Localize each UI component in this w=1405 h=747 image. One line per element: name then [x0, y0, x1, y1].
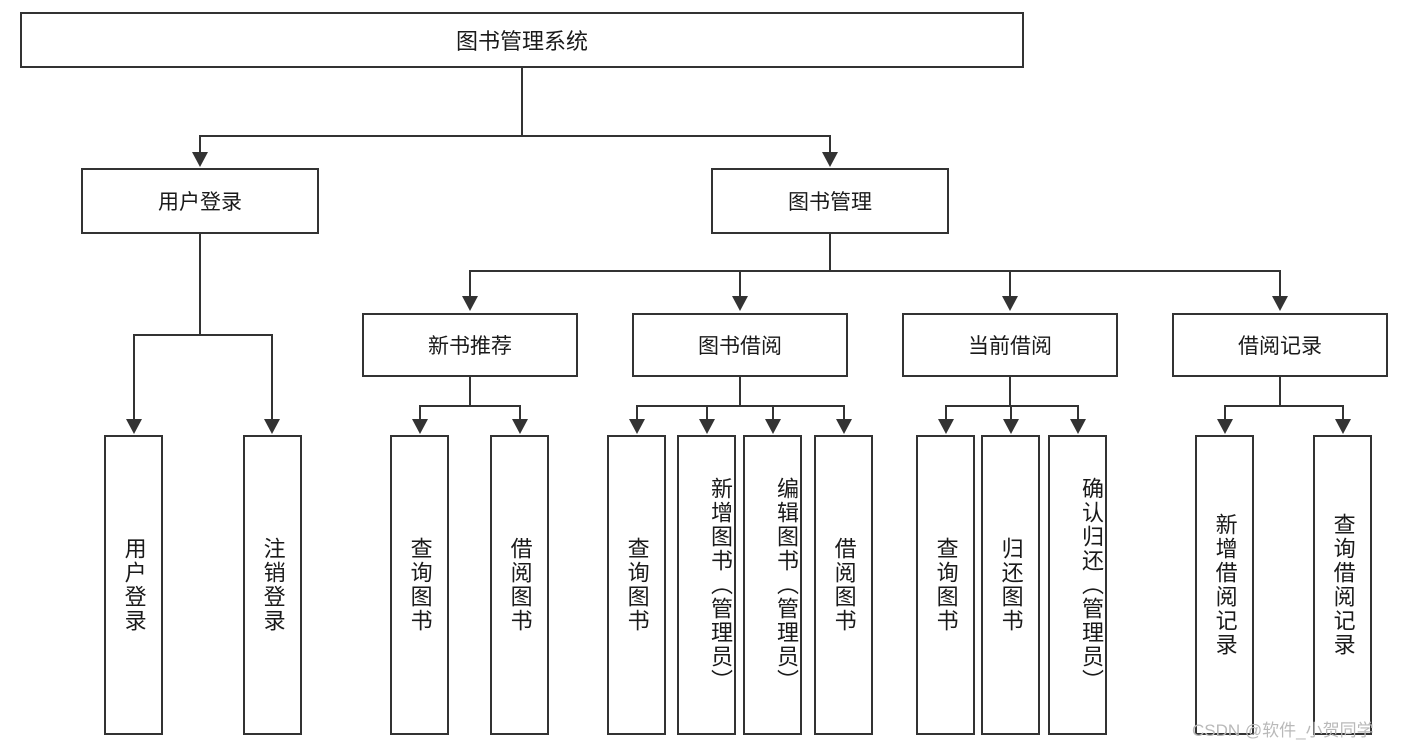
connector-book-borrow-to-leaf-3: [772, 405, 774, 420]
connector-root-bus: [199, 135, 831, 137]
leaf-new-book-query[interactable]: 查询图书: [390, 435, 449, 735]
node-new-book-recommend[interactable]: 新书推荐: [362, 313, 578, 377]
arrow-book-mgmt-to-new-book: [462, 296, 478, 311]
node-label: 用户登录: [158, 191, 242, 214]
arrow-book-mgmt-to-current: [1002, 296, 1018, 311]
arrow-book-mgmt-to-record: [1272, 296, 1288, 311]
connector-book-borrow-to-leaf-1: [636, 405, 638, 420]
connector-book-mgmt-to-new-book: [469, 270, 471, 297]
node-label: 图书借阅: [698, 335, 782, 358]
arrow-book-borrow-to-leaf-1: [629, 419, 645, 434]
arrow-user-login-to-leaf-1: [126, 419, 142, 434]
node-label: 注销登录: [260, 537, 286, 633]
arrow-book-borrow-to-leaf-4: [836, 419, 852, 434]
node-label: 新增借阅记录: [1212, 513, 1238, 657]
connector-book-mgmt-to-borrow: [739, 270, 741, 297]
node-label: 当前借阅: [968, 335, 1052, 358]
node-label: 归还图书: [998, 537, 1024, 633]
connector-new-book-stem: [469, 377, 471, 406]
leaf-user-login-logout[interactable]: 注销登录: [243, 435, 302, 735]
node-label: 查询图书: [624, 537, 650, 633]
connector-current-borrow-to-leaf-1: [945, 405, 947, 420]
connector-current-borrow-to-leaf-2: [1010, 405, 1012, 420]
watermark-text: CSDN @软件_小贺同学: [1192, 721, 1374, 740]
node-borrow-record[interactable]: 借阅记录: [1172, 313, 1388, 377]
node-label: 借阅图书: [831, 537, 857, 633]
arrow-user-login-to-leaf-2: [264, 419, 280, 434]
node-book-management-system[interactable]: 图书管理系统: [20, 12, 1024, 68]
node-label: 用户登录: [121, 537, 147, 633]
node-label: 编辑图书（管理员）: [774, 477, 799, 693]
connector-root-stem: [521, 68, 523, 136]
connector-book-mgmt-to-record: [1279, 270, 1281, 297]
leaf-current-borrow-return[interactable]: 归还图书: [981, 435, 1040, 735]
arrow-book-borrow-to-leaf-3: [765, 419, 781, 434]
node-label: 图书管理: [788, 191, 872, 214]
node-label: 确认归还（管理员）: [1079, 477, 1104, 693]
leaf-book-borrow-edit[interactable]: 编辑图书（管理员）: [743, 435, 802, 735]
connector-book-mgmt-bus: [469, 270, 1281, 272]
connector-book-borrow-to-leaf-4: [843, 405, 845, 420]
connector-user-login-stem: [199, 234, 201, 335]
arrow-borrow-record-to-leaf-1: [1217, 419, 1233, 434]
connector-borrow-record-to-leaf-1: [1224, 405, 1226, 420]
connector-current-borrow-stem: [1009, 377, 1011, 406]
connector-user-login-bus: [133, 334, 273, 336]
connector-book-mgmt-stem: [829, 234, 831, 271]
arrow-current-borrow-to-leaf-2: [1003, 419, 1019, 434]
node-label: 新增图书（管理员）: [708, 477, 733, 693]
connector-book-mgmt-to-current: [1009, 270, 1011, 297]
connector-new-book-to-leaf-2: [519, 405, 521, 420]
connector-root-to-user-login: [199, 135, 201, 153]
connector-current-borrow-to-leaf-3: [1077, 405, 1079, 420]
connector-borrow-record-to-leaf-2: [1342, 405, 1344, 420]
connector-book-borrow-bus: [636, 405, 844, 407]
leaf-borrow-record-add[interactable]: 新增借阅记录: [1195, 435, 1254, 735]
connector-borrow-record-bus: [1224, 405, 1343, 407]
arrow-book-borrow-to-leaf-2: [699, 419, 715, 434]
node-label: 图书管理系统: [455, 29, 588, 54]
leaf-book-borrow-add[interactable]: 新增图书（管理员）: [677, 435, 736, 735]
leaf-user-login-login[interactable]: 用户登录: [104, 435, 163, 735]
arrow-current-borrow-to-leaf-1: [938, 419, 954, 434]
node-label: 借阅记录: [1238, 335, 1322, 358]
connector-borrow-record-stem: [1279, 377, 1281, 406]
arrow-book-mgmt-to-borrow: [732, 296, 748, 311]
arrow-root-to-user-login: [192, 152, 208, 167]
leaf-new-book-borrow[interactable]: 借阅图书: [490, 435, 549, 735]
connector-root-to-book-mgmt: [829, 135, 831, 153]
arrow-new-book-to-leaf-2: [512, 419, 528, 434]
csdn-watermark: CSDN @软件_小贺同学: [1192, 716, 1374, 741]
connector-book-borrow-stem: [739, 377, 741, 406]
connector-user-login-to-leaf-1: [133, 334, 135, 420]
arrow-borrow-record-to-leaf-2: [1335, 419, 1351, 434]
leaf-borrow-record-query[interactable]: 查询借阅记录: [1313, 435, 1372, 735]
arrow-current-borrow-to-leaf-3: [1070, 419, 1086, 434]
node-book-borrow[interactable]: 图书借阅: [632, 313, 848, 377]
connector-book-borrow-to-leaf-2: [706, 405, 708, 420]
leaf-book-borrow-query[interactable]: 查询图书: [607, 435, 666, 735]
connector-user-login-to-leaf-2: [271, 334, 273, 420]
node-user-login[interactable]: 用户登录: [81, 168, 319, 234]
node-label: 查询借阅记录: [1330, 513, 1356, 657]
node-label: 查询图书: [933, 537, 959, 633]
node-book-management[interactable]: 图书管理: [711, 168, 949, 234]
leaf-current-borrow-confirm-return[interactable]: 确认归还（管理员）: [1048, 435, 1107, 735]
node-current-borrow[interactable]: 当前借阅: [902, 313, 1118, 377]
arrow-new-book-to-leaf-1: [412, 419, 428, 434]
leaf-current-borrow-query[interactable]: 查询图书: [916, 435, 975, 735]
connector-new-book-bus: [419, 405, 520, 407]
node-label: 借阅图书: [507, 537, 533, 633]
connector-new-book-to-leaf-1: [419, 405, 421, 420]
leaf-book-borrow-borrow[interactable]: 借阅图书: [814, 435, 873, 735]
node-label: 查询图书: [407, 537, 433, 633]
node-label: 新书推荐: [428, 335, 512, 358]
arrow-root-to-book-mgmt: [822, 152, 838, 167]
